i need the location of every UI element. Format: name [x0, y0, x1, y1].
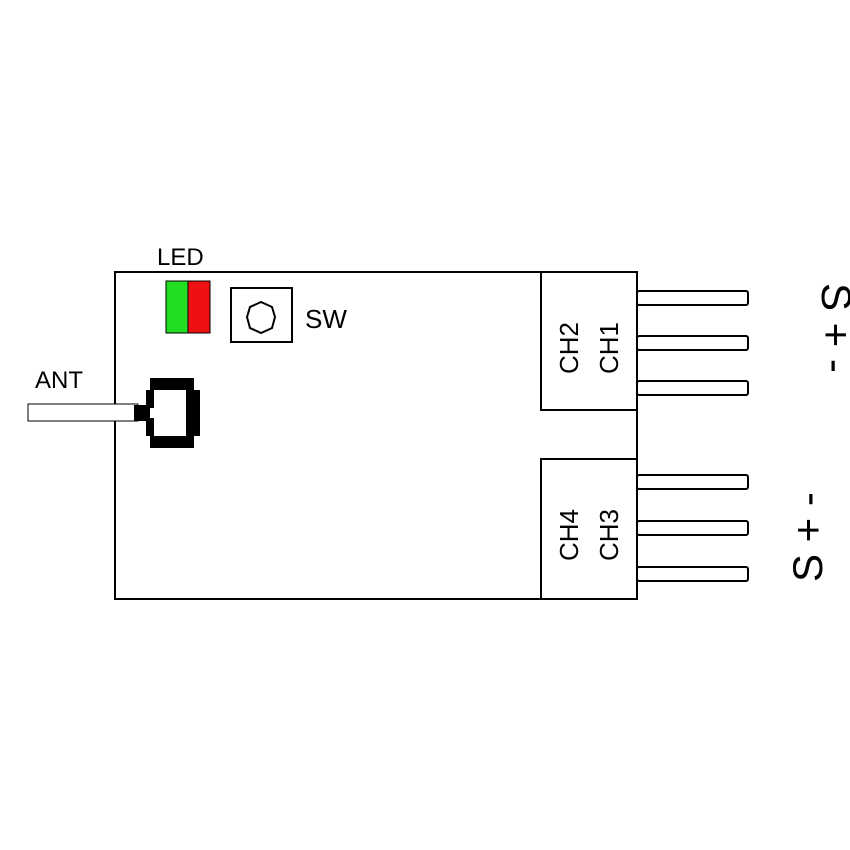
ch4-label: CH4	[554, 509, 584, 561]
sw-label: SW	[305, 304, 347, 334]
pin-labels-top: S + -	[813, 283, 850, 373]
pin	[636, 566, 749, 582]
pin	[636, 290, 749, 306]
led-green	[165, 280, 189, 334]
switch-button[interactable]	[230, 287, 293, 343]
connector-housing-top	[540, 271, 638, 411]
connector-housing-bottom	[540, 458, 638, 600]
led-red	[187, 280, 211, 334]
pin-labels-bottom: S + -	[784, 492, 831, 582]
ant-label: ANT	[35, 367, 83, 394]
pin	[636, 520, 749, 536]
pin	[636, 380, 749, 396]
pin	[636, 474, 749, 490]
pins-top	[636, 290, 749, 396]
ch2-label: CH2	[554, 322, 584, 374]
pin	[636, 335, 749, 351]
ch3-label: CH3	[594, 509, 624, 561]
antenna-wire	[27, 403, 139, 422]
antenna-connector	[134, 378, 200, 448]
led-label: LED	[157, 244, 204, 271]
ch1-label: CH1	[594, 322, 624, 374]
led-indicator	[165, 280, 211, 334]
pins-bottom	[636, 474, 749, 582]
switch-hexagon-icon	[245, 300, 277, 335]
